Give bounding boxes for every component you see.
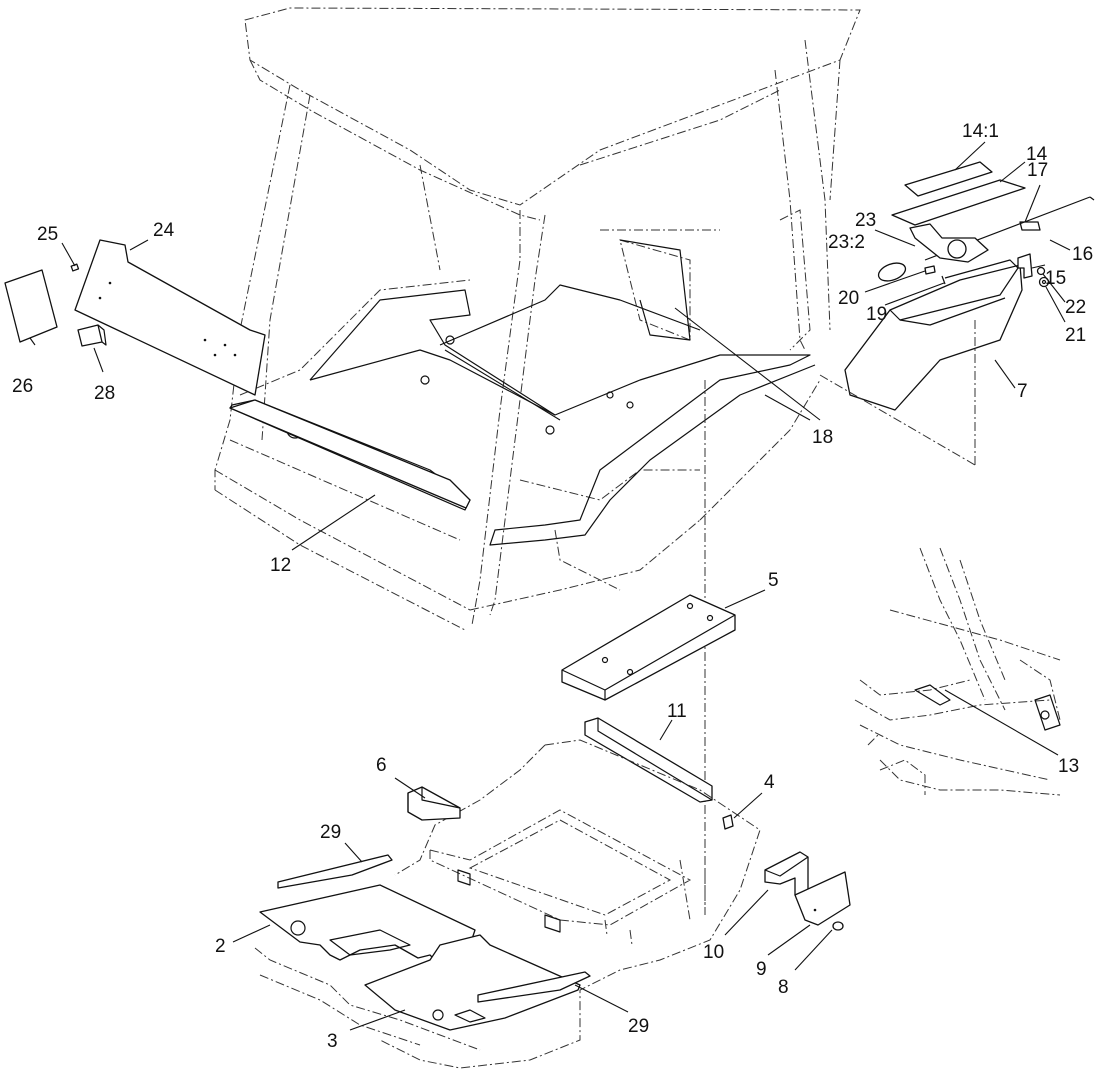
part-28-clip — [77, 324, 107, 347]
callout-6: 6 — [376, 755, 387, 776]
part-2-mat — [259, 884, 476, 961]
cab-floor-pan — [229, 284, 816, 546]
callout-7: 7 — [1017, 381, 1028, 402]
part-19-screw — [941, 275, 946, 285]
part-15-bracket — [1017, 253, 1033, 279]
callout-28: 28 — [94, 383, 115, 404]
part-7-console — [844, 259, 1023, 411]
callout-15: 15 — [1045, 268, 1066, 289]
callout-25: 25 — [37, 224, 58, 245]
callout-18: 18 — [812, 427, 833, 448]
callout-16: 16 — [1072, 244, 1093, 265]
part-12-floor-plate — [229, 399, 471, 509]
part-4-fastener — [722, 814, 734, 830]
callout-14: 14 — [1026, 144, 1048, 165]
part-11-rail — [584, 717, 713, 803]
part-21-washer — [1038, 276, 1050, 288]
part-20-screw — [924, 265, 936, 275]
part-3-mat — [364, 934, 581, 1031]
part-24-side-panel — [74, 239, 266, 396]
callout-12: 12 — [270, 555, 291, 576]
part-23-2-knob — [877, 262, 907, 282]
callout-3: 3 — [327, 1031, 338, 1052]
part-17-clip — [1019, 221, 1041, 231]
part-18-mat — [619, 239, 691, 341]
callout-24: 24 — [153, 220, 175, 241]
callout-4: 4 — [764, 772, 775, 793]
callout-9: 9 — [756, 959, 767, 980]
part-29-strip-upper — [277, 854, 393, 889]
part-22-nut — [1036, 266, 1046, 276]
callout-21: 21 — [1065, 325, 1086, 346]
part-14-cover — [891, 179, 1026, 226]
callout-14-1: 14:1 — [962, 121, 999, 142]
callout-2: 2 — [215, 936, 226, 957]
leader-lines — [29, 141, 1071, 1031]
callout-17: 17 — [1027, 160, 1048, 181]
part-29-strip-lower — [477, 971, 591, 1003]
callout-29-upper: 29 — [320, 822, 341, 843]
callout-10: 10 — [703, 942, 724, 963]
callout-23: 23 — [855, 210, 876, 231]
callout-29-lower: 29 — [628, 1016, 649, 1037]
part-9-plate — [794, 871, 851, 926]
lower-platform-outline — [254, 739, 761, 1069]
callout-26: 26 — [12, 376, 33, 397]
callout-5: 5 — [768, 570, 779, 591]
part-8-plug — [832, 921, 844, 931]
callout-8: 8 — [778, 977, 789, 998]
callout-labels: 14:1 14 17 23 23:2 16 15 20 22 19 21 7 2… — [12, 121, 1093, 1052]
callout-19: 19 — [866, 304, 887, 325]
callout-23-2: 23:2 — [828, 232, 865, 253]
part-10-bracket — [764, 851, 809, 896]
callout-11: 11 — [667, 701, 687, 722]
callout-13: 13 — [1058, 756, 1079, 777]
assembly-line-7 — [819, 374, 976, 466]
cab-frame-outline — [214, 7, 861, 631]
part-5-pad — [561, 594, 736, 701]
inset-view-13 — [854, 547, 1061, 796]
part-26-decal — [4, 269, 58, 343]
callout-20: 20 — [838, 288, 859, 309]
part-23-bracket — [909, 223, 989, 263]
callout-22: 22 — [1065, 297, 1086, 318]
